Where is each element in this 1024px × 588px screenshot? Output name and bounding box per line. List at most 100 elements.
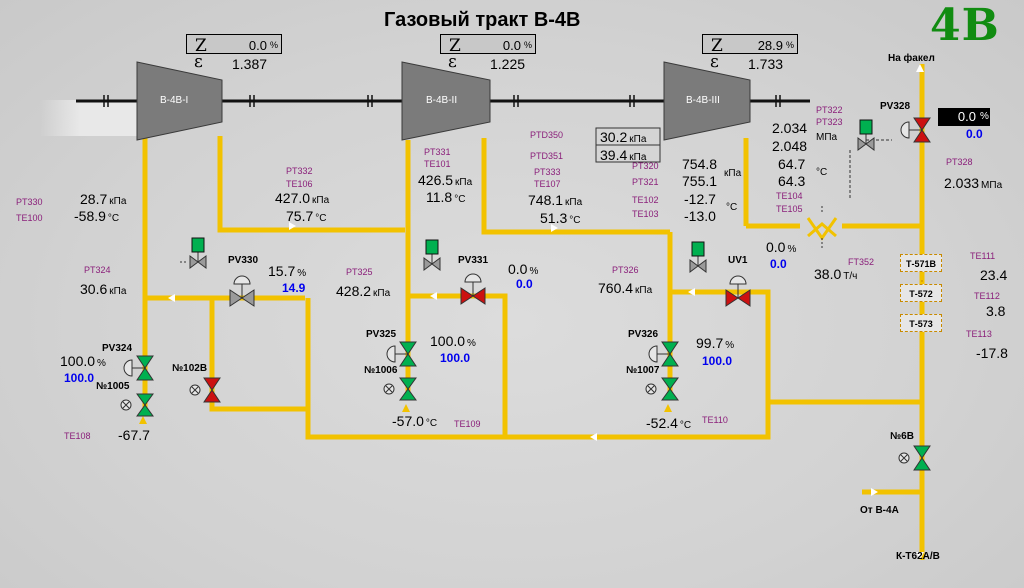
z-symbol: Z <box>449 36 461 56</box>
compressor-1 <box>136 61 223 141</box>
valve-pv325-setpoint[interactable]: 100.0 <box>440 351 471 365</box>
value-pt320[interactable]: 754.8 <box>682 156 718 172</box>
value-pt321[interactable]: 755.1 <box>682 173 718 189</box>
value-ft352-percent[interactable]: 0.0% <box>766 239 797 255</box>
compressors <box>136 61 751 141</box>
valve-pv326-position[interactable]: 99.7% <box>696 335 735 351</box>
tag-te103: TE103 <box>632 209 659 219</box>
value-te111[interactable]: 23.4 <box>980 267 1008 283</box>
value-te108[interactable]: -67.7 <box>118 427 150 443</box>
compressor-3-name[interactable]: В-4В-III <box>686 95 720 106</box>
value-te107[interactable]: 51.3°С <box>540 210 581 226</box>
pipe-return-header <box>305 289 771 440</box>
compressor-1-z-value: 0.0 <box>248 38 267 53</box>
box-t572[interactable]: Т-572 <box>900 284 942 302</box>
value-pt322[interactable]: 2.034 <box>772 120 808 136</box>
valve-pv328-body <box>900 117 931 143</box>
flow-element-ft352 <box>806 217 838 241</box>
tag-te112: TE112 <box>974 291 1000 301</box>
valve-pv326-label: PV326 <box>628 329 659 340</box>
valve-1007-label: №1007 <box>626 365 660 376</box>
tag-te111: TE111 <box>970 251 996 261</box>
unit-c: °С <box>726 202 738 213</box>
value-te105[interactable]: 64.3 <box>778 173 806 189</box>
value-te113[interactable]: -17.8 <box>976 345 1008 361</box>
box-t573[interactable]: Т-573 <box>900 314 942 332</box>
tag-te108: TE108 <box>64 431 91 441</box>
valve-pv330-position[interactable]: 15.7% <box>268 263 307 279</box>
percent-unit: % <box>980 111 989 122</box>
compressor-2-z-box[interactable]: Z 0.0 % <box>440 34 536 56</box>
valve-pv331-setpoint[interactable]: 0.0 <box>516 277 533 291</box>
value-te101[interactable]: 11.8°С <box>426 189 466 205</box>
unit-label: 4В <box>930 0 1000 51</box>
label-from-b4a: От В-4А <box>860 505 899 516</box>
compressor-3-z-box[interactable]: Z 28.9 % <box>702 34 798 56</box>
value-te110[interactable]: -52.4°С <box>646 415 692 431</box>
valve-pv331-body <box>460 273 486 305</box>
tag-te113: TE113 <box>966 329 992 339</box>
pipe-bypass-102 <box>209 298 308 412</box>
percent-unit: % <box>523 40 532 50</box>
valve-pv330-body <box>229 275 255 307</box>
tag-pt324: PT324 <box>84 265 111 275</box>
value-te100[interactable]: -58.9°С <box>74 208 120 224</box>
value-te109[interactable]: -57.0°С <box>392 413 438 429</box>
valve-pv324-position[interactable]: 100.0% <box>60 353 106 369</box>
value-te106[interactable]: 75.7°С <box>286 208 327 224</box>
valve-pv326-body <box>648 341 679 367</box>
tag-te102: TE102 <box>632 195 659 205</box>
compressor-1-name[interactable]: В-4В-I <box>160 95 189 106</box>
valve-1006-label: №1006 <box>364 365 398 376</box>
box-t571b[interactable]: Т-571В <box>900 254 942 272</box>
valve-pv324-label: PV324 <box>102 343 133 354</box>
valve-uv1-label: UV1 <box>728 255 748 266</box>
valve-pv325-position[interactable]: 100.0% <box>430 333 476 349</box>
signal-lines <box>849 139 892 200</box>
small-actuators <box>180 119 875 273</box>
valve-1005-label: №1005 <box>96 381 130 392</box>
pipe-recycle-2 <box>408 293 508 437</box>
valve-pv328-setpoint[interactable]: 0.0 <box>966 127 983 141</box>
valve-pv328-label: PV328 <box>880 101 911 112</box>
value-te112[interactable]: 3.8 <box>986 303 1006 319</box>
valve-pv326-setpoint[interactable]: 100.0 <box>702 354 733 368</box>
valve-pv324-body <box>123 355 154 381</box>
value-pt323[interactable]: 2.048 <box>772 138 808 154</box>
tag-pt322: PT322 <box>816 105 843 115</box>
compressor-1-z-box[interactable]: Z 0.0 % <box>186 34 282 56</box>
tag-pt330: PT330 <box>16 197 43 207</box>
value-te103[interactable]: -13.0 <box>684 208 716 224</box>
unit-mpa: МПа <box>816 132 838 143</box>
value-te102[interactable]: -12.7 <box>684 191 716 207</box>
tag-te104: TE104 <box>776 191 803 201</box>
compressor-2-z-value: 0.0 <box>502 38 521 53</box>
value-ft352-setpoint[interactable]: 0.0 <box>770 257 787 271</box>
value-te104[interactable]: 64.7 <box>778 156 806 172</box>
valve-pv330-setpoint[interactable]: 14.9 <box>282 281 306 295</box>
tag-pt326: PT326 <box>612 265 639 275</box>
valve-pv331-position[interactable]: 0.0% <box>508 261 539 277</box>
valve-pv324-setpoint[interactable]: 100.0 <box>64 371 95 385</box>
tag-ptd350: PTD350 <box>530 130 564 140</box>
pipe-stage1-discharge <box>217 136 405 233</box>
unit-c: °С <box>816 167 828 178</box>
percent-unit: % <box>785 40 794 50</box>
compressor-2-name[interactable]: В-4В-II <box>426 95 458 106</box>
tag-te106: TE106 <box>286 179 313 189</box>
tag-te105: TE105 <box>776 204 803 214</box>
valve-pv328-position[interactable]: 0.0 <box>938 108 990 126</box>
valve-1006-body <box>399 377 417 401</box>
